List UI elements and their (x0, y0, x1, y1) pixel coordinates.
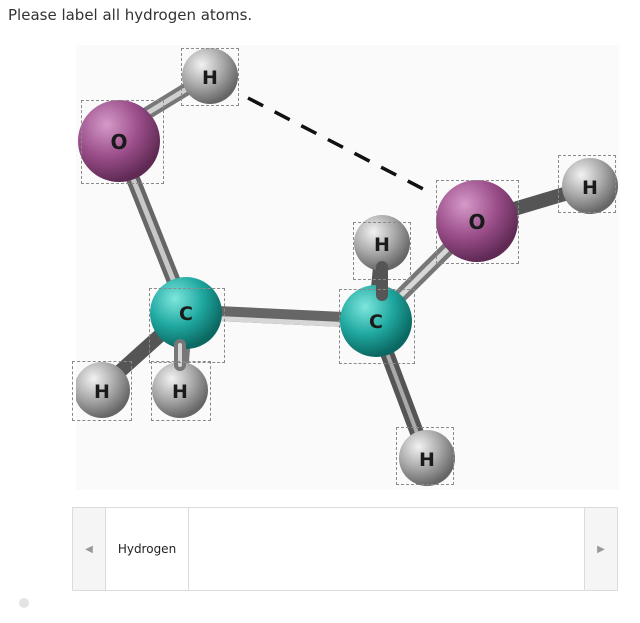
atom-carbon-2: C (340, 285, 412, 357)
svg-text:O: O (468, 210, 485, 234)
drop-zone-oxygen-1[interactable] (81, 100, 164, 184)
svg-text:H: H (374, 234, 390, 256)
molecule-canvas: O H O H H C C H (72, 45, 619, 490)
drop-zone-carbon-2[interactable] (339, 289, 415, 364)
svg-text:H: H (94, 381, 110, 403)
svg-text:C: C (369, 311, 383, 333)
svg-text:C: C (179, 303, 193, 325)
drop-zone-hydrogen-5[interactable] (353, 222, 411, 280)
drop-zone-oxygen-2[interactable] (436, 180, 519, 264)
tray-prev-button[interactable]: ◀ (73, 508, 106, 590)
drop-zone-hydrogen-2[interactable] (558, 155, 616, 213)
atom-hydrogen-6: H (399, 430, 455, 486)
svg-text:H: H (202, 67, 218, 89)
drop-zone-hydrogen-1[interactable] (181, 48, 239, 106)
svg-text:H: H (419, 449, 435, 471)
atom-carbon-1: C (150, 277, 222, 349)
label-tray: ◀ Hydrogen ▶ (72, 507, 618, 591)
hydrogen-bond-line (247, 96, 428, 193)
tray-next-button[interactable]: ▶ (584, 508, 617, 590)
svg-text:H: H (172, 381, 188, 403)
chevron-right-icon: ▶ (597, 543, 605, 555)
chevron-left-icon: ◀ (85, 543, 93, 555)
drop-zone-hydrogen-3[interactable] (72, 361, 132, 421)
atom-hydrogen-4: H (152, 362, 208, 418)
prompt-text: Please label all hydrogen atoms. (8, 6, 253, 24)
svg-text:O: O (110, 130, 127, 154)
atom-hydrogen-2: H (562, 158, 618, 214)
drop-zone-hydrogen-6[interactable] (396, 427, 454, 485)
drop-zone-hydrogen-4[interactable] (151, 361, 211, 421)
atom-hydrogen-5: H (354, 215, 410, 271)
drop-zone-carbon-1[interactable] (149, 288, 225, 363)
atom-hydrogen-1: H (182, 48, 238, 104)
atom-oxygen-1: O (78, 100, 160, 182)
molecule-diagram: O H O H H C C H (76, 48, 618, 486)
svg-text:H: H (582, 177, 598, 199)
atom-hydrogen-3: H (76, 362, 130, 418)
page-indicator-dot[interactable] (19, 598, 29, 608)
atom-oxygen-2: O (436, 180, 518, 262)
label-chip-hydrogen[interactable]: Hydrogen (106, 508, 189, 590)
